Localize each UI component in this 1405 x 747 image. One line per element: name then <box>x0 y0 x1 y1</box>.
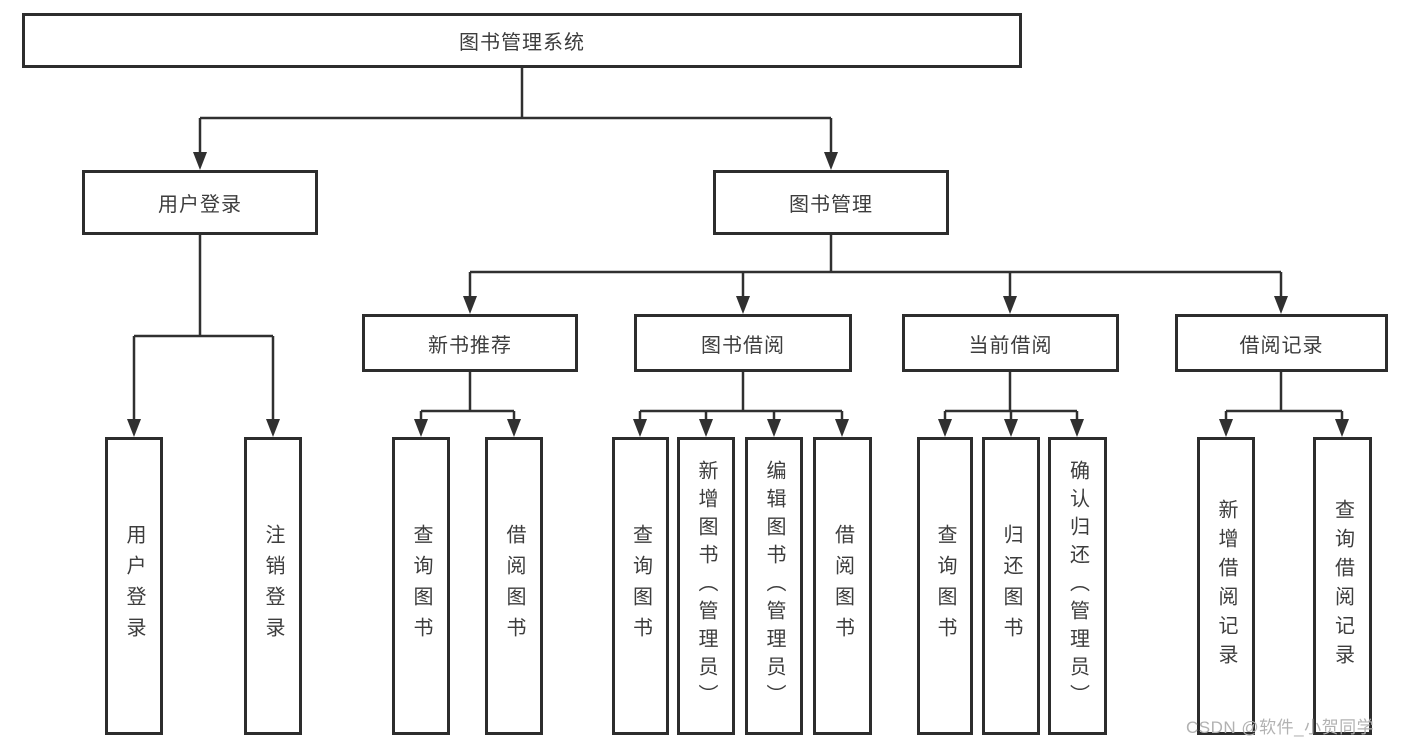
leaf-confirm-return-admin: 确认归还（管理员） <box>1048 437 1107 735</box>
node-book-borrowing: 图书借阅 <box>634 314 852 372</box>
leaf-user-login: 用户登录 <box>105 437 163 735</box>
leaf-edit-books-admin: 编辑图书（管理员） <box>745 437 803 735</box>
leaf-borrow-books: 借阅图书 <box>813 437 872 735</box>
csdn-watermark: CSDN @软件_小贺同学 <box>1186 718 1375 737</box>
leaf-logout: 注销登录 <box>244 437 302 735</box>
node-new-book-recommend: 新书推荐 <box>362 314 578 372</box>
leaf-borrow-books-recommend: 借阅图书 <box>485 437 543 735</box>
leaf-add-borrow-record: 新增借阅记录 <box>1197 437 1255 735</box>
leaf-query-books-recommend: 查询图书 <box>392 437 450 735</box>
node-root: 图书管理系统 <box>22 13 1022 68</box>
leaf-query-books-borrow: 查询图书 <box>612 437 669 735</box>
node-borrowing-records: 借阅记录 <box>1175 314 1388 372</box>
node-current-borrowing: 当前借阅 <box>902 314 1119 372</box>
node-book-management: 图书管理 <box>713 170 949 235</box>
node-user-login: 用户登录 <box>82 170 318 235</box>
leaf-query-books-current: 查询图书 <box>917 437 973 735</box>
leaf-query-borrow-record: 查询借阅记录 <box>1313 437 1372 735</box>
leaf-return-books: 归还图书 <box>982 437 1040 735</box>
leaf-add-books-admin: 新增图书（管理员） <box>677 437 735 735</box>
